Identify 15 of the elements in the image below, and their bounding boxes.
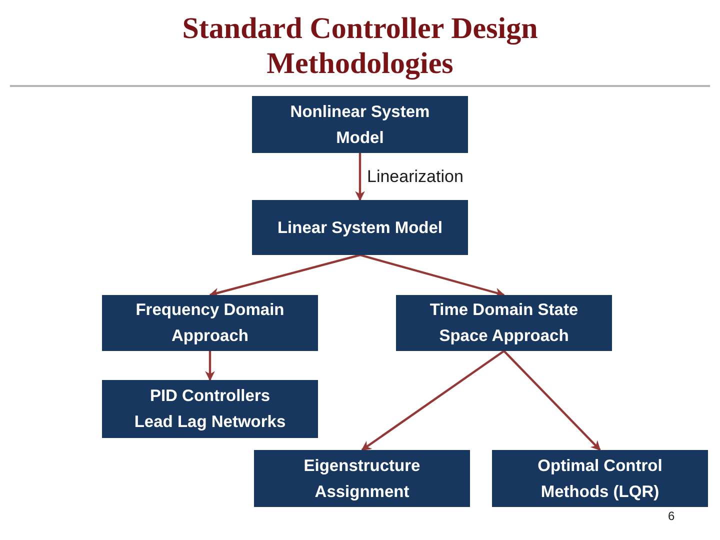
- slide-title: Standard Controller Design Methodologies: [181, 11, 539, 81]
- arrow: [503, 350, 601, 451]
- arrow: [355, 153, 365, 201]
- arrow: [360, 254, 505, 298]
- process-box: Linear System Model: [252, 200, 468, 255]
- arrow: [205, 351, 215, 381]
- process-box: PID Controllers Lead Lag Networks: [102, 380, 318, 438]
- process-box: Optimal Control Methods (LQR): [492, 450, 708, 507]
- process-box: Eigenstructure Assignment: [254, 450, 470, 507]
- page-number: 6: [668, 509, 675, 523]
- process-box: Time Domain State Space Approach: [396, 295, 612, 351]
- process-box: Nonlinear System Model: [252, 96, 468, 153]
- process-box: Frequency Domain Approach: [102, 295, 318, 351]
- arrow: [361, 350, 505, 451]
- arrow: [209, 254, 360, 298]
